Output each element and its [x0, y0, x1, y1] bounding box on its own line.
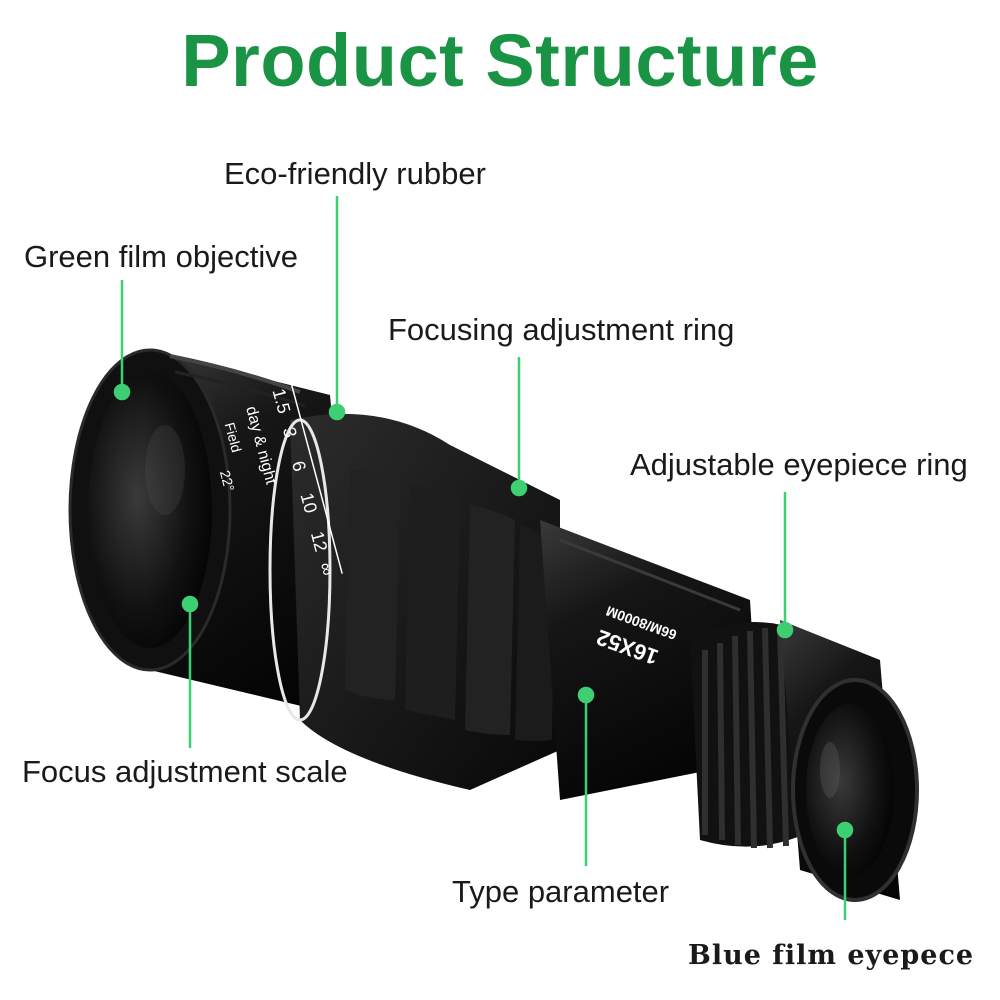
- dot-eco-rubber: [328, 403, 346, 421]
- scale-mark-2: 3: [279, 425, 301, 440]
- eyepiece-barrel: [780, 620, 919, 902]
- label-eco-rubber: Eco-friendly rubber: [224, 156, 486, 191]
- scale-mark-6: ∞: [315, 560, 338, 578]
- dot-type-param: [577, 686, 595, 704]
- scale-mark-3: 6: [288, 459, 310, 474]
- dot-focus-ring: [510, 479, 528, 497]
- label-green-film: Green film objective: [24, 239, 298, 274]
- scale-angle: 22°: [217, 469, 238, 494]
- callout-lines: [113, 196, 854, 920]
- focusing-ring: [268, 413, 560, 790]
- page-title: Product Structure: [181, 19, 819, 102]
- scale-field: Field: [222, 421, 245, 454]
- dot-eyepiece-ring: [776, 621, 794, 639]
- label-eyepiece-ring: Adjustable eyepiece ring: [630, 447, 968, 482]
- dot-blue-film: [836, 821, 854, 839]
- dot-focus-scale: [181, 595, 199, 613]
- dot-green-film: [113, 383, 131, 401]
- label-focus-ring: Focusing adjustment ring: [388, 312, 735, 347]
- label-focus-scale: Focus adjustment scale: [22, 754, 348, 789]
- label-blue-film: Blue film eyepece: [688, 940, 975, 971]
- label-type-param: Type parameter: [452, 874, 670, 909]
